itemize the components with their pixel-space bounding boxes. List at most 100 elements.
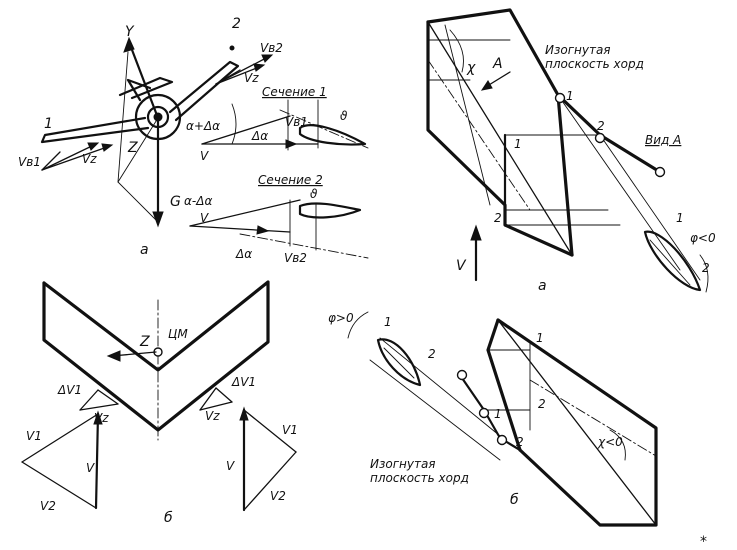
theta-2: ϑ	[310, 187, 318, 201]
y-arrowhead	[123, 36, 135, 53]
airfoil-b-1: 1	[384, 315, 392, 329]
bent-plane-2-line2: плоскость хорд	[370, 471, 469, 485]
vb1-label: Vв1	[18, 155, 41, 169]
v-right-head	[239, 406, 249, 421]
vz-left-head	[87, 142, 100, 151]
fig-a-left: а	[140, 242, 149, 258]
v1-right	[243, 409, 297, 453]
chi-neg-label: χ<0	[597, 435, 623, 449]
point-b-1-label: 1	[494, 407, 502, 421]
view-a-1: 1	[676, 211, 684, 225]
swept-wing-forward: φ>0 1 2 1 2 1 2 χ<0 Изогнутая плоскость …	[328, 311, 707, 550]
dv1-left-label: ΔV1	[57, 383, 82, 397]
forward-airfoil	[376, 338, 422, 387]
phi-neg-label: φ<0	[690, 231, 716, 245]
fuselage-circle	[134, 93, 182, 141]
v-label-1: V	[200, 149, 209, 163]
proj-b-1	[379, 337, 506, 441]
tip-2-label: 2	[232, 16, 241, 32]
vz-right-head	[253, 63, 266, 72]
z-arrow-head	[106, 350, 121, 362]
forward-hatch	[383, 347, 415, 379]
hub-dot	[153, 112, 163, 122]
star-mark: *	[700, 534, 707, 550]
tri-right-small	[215, 387, 233, 403]
v-label-2: V	[200, 211, 209, 225]
bent-plane-1-line1: Изогнутая	[545, 43, 611, 57]
arc-alpha-1	[231, 103, 237, 145]
vz-right-label: Vz	[244, 71, 259, 85]
v-left-head	[93, 410, 103, 425]
diagonal-b	[497, 319, 657, 526]
v-arrow-head	[470, 224, 482, 241]
bent-plane-1-line2: плоскость хорд	[545, 57, 644, 71]
vz-left-b	[79, 403, 119, 411]
v2-right-label: V2	[270, 489, 286, 503]
bent-plane-2-line1: Изогнутая	[370, 457, 436, 471]
v-line-2	[189, 225, 291, 233]
v-left-label: V	[86, 461, 95, 475]
v2-right	[243, 451, 297, 511]
vz-right-small	[215, 69, 241, 85]
tip-marker	[229, 45, 235, 51]
chi-arc-b	[609, 429, 626, 461]
sec-2-label: 2	[494, 211, 502, 225]
sec-b-2-label: 2	[538, 397, 546, 411]
v1-left-label: V1	[26, 429, 42, 443]
chevron-wing-plan: Z ЦМ ΔV1 Vz V1 V V2 ΔV1 Vz V1 V V2 б	[21, 280, 298, 526]
view-a-airfoil	[643, 230, 702, 292]
section-2-caption: Сечение 2	[258, 173, 323, 187]
sec-b-1-label: 1	[536, 331, 544, 345]
point-b-2	[496, 434, 508, 446]
vz-left-label: Vz	[82, 152, 97, 166]
theta-1: ϑ	[340, 109, 348, 123]
v-right-label-b: V	[226, 459, 235, 473]
arrow-a-label: A	[492, 56, 503, 72]
chord-line-1	[279, 109, 369, 149]
right-wing	[168, 60, 240, 122]
point-1-label: 1	[566, 89, 574, 103]
left-wing	[40, 116, 150, 144]
vb2-label: Vв2	[260, 41, 283, 55]
section-1-caption: Сечение 1	[262, 85, 327, 99]
engine-circle	[146, 105, 170, 129]
z-label: Z	[127, 140, 138, 156]
vb2-head	[261, 54, 274, 63]
proj-line-1	[559, 97, 681, 271]
vb1-arrow	[41, 145, 111, 171]
vz-left-small	[41, 151, 61, 171]
dv1-left	[79, 389, 99, 411]
v-head-1	[285, 139, 298, 149]
v-left-b	[94, 412, 100, 510]
airfoil-2	[298, 202, 362, 219]
vz-right-b-label: Vz	[205, 409, 220, 423]
delta-alpha-1: Δα	[251, 129, 268, 143]
vz-left-arrow	[41, 143, 97, 171]
vb2-line-sec2	[189, 199, 301, 227]
vz-left-b-label: Vz	[94, 411, 109, 425]
z-axis-line	[117, 117, 159, 183]
tip-1-label: 1	[44, 116, 53, 132]
proj-b-2	[369, 359, 501, 461]
vb1-line-sec1	[201, 115, 291, 145]
alpha-plus-label: α+Δα	[186, 119, 220, 133]
view-a-caption: Вид А	[645, 133, 681, 147]
guide-line-2	[117, 181, 159, 223]
proj-line-2	[599, 134, 701, 281]
chevron-outline	[42, 280, 270, 432]
arrow-a-head	[480, 80, 493, 91]
vz-right-b	[199, 401, 233, 411]
point-3	[654, 166, 666, 178]
fig-b-left: б	[164, 510, 173, 526]
sec-1-label: 1	[514, 137, 522, 151]
vb1-head	[101, 143, 114, 152]
point-b-2-label: 2	[516, 435, 524, 449]
vz-right-arrow	[215, 65, 263, 85]
diagonal-2	[444, 24, 491, 206]
v1-right-label: V1	[282, 423, 298, 437]
vb1-sec-label: Vв1	[285, 115, 308, 129]
z-label-b: Z	[139, 334, 150, 350]
y-force-arrow	[127, 40, 160, 120]
